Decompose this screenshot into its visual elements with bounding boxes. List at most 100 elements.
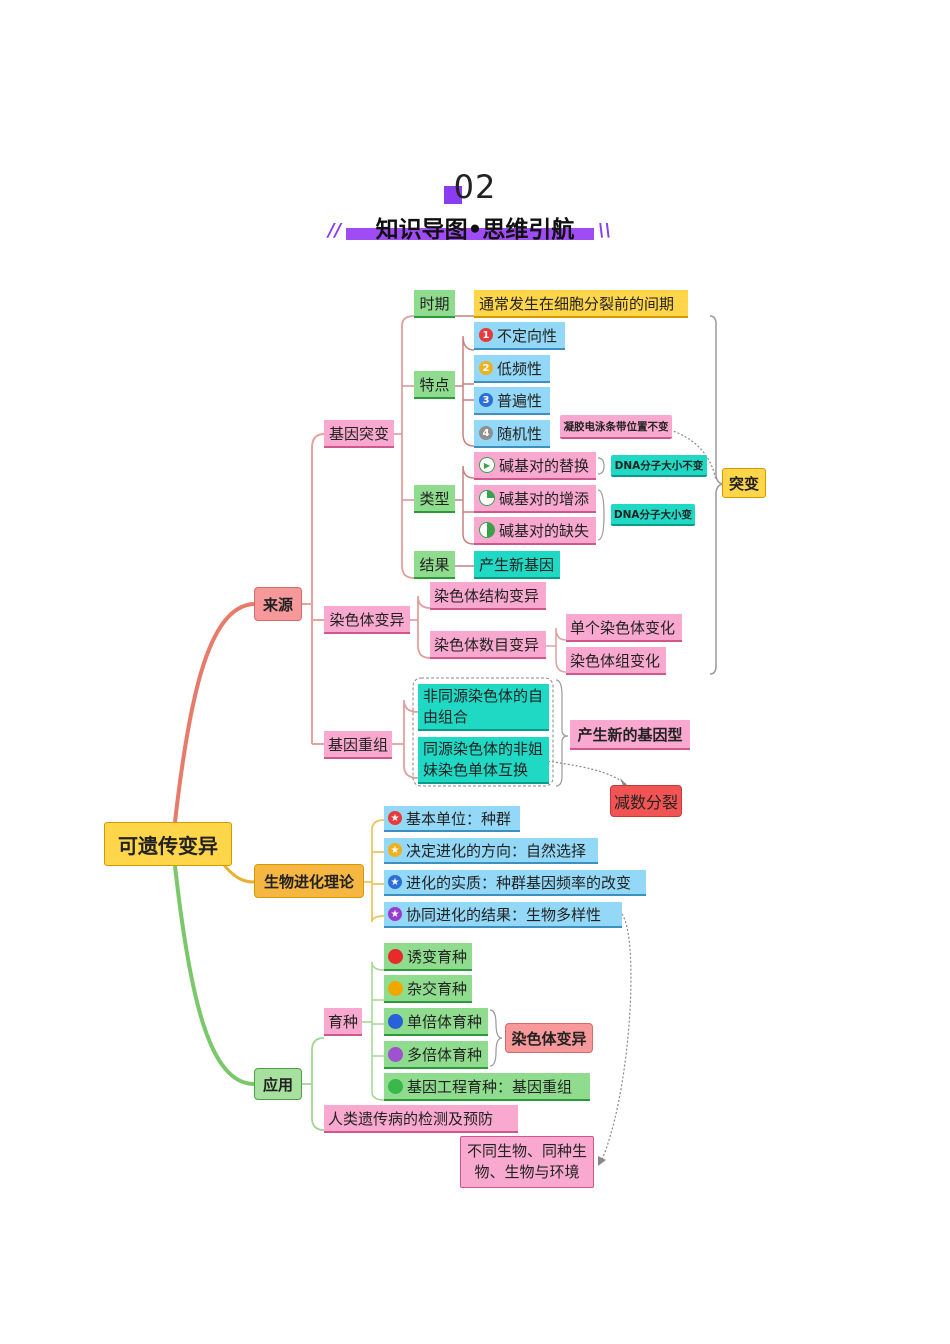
edge-application xyxy=(302,1037,325,1131)
quarter-pie-icon xyxy=(479,490,495,506)
branch-application[interactable]: 应用 xyxy=(254,1068,302,1100)
type-item-label: 碱基对的替换 xyxy=(499,456,590,475)
period-value[interactable]: 通常发生在细胞分裂前的间期 xyxy=(474,290,688,318)
header-slash-right: \\ xyxy=(598,220,612,241)
header-number: 02 xyxy=(453,168,497,206)
single-chromosome-node[interactable]: 单个染色体变化 xyxy=(566,614,682,642)
new-genotype-node[interactable]: 产生新的基因型 xyxy=(570,720,690,750)
feature-item-label: 随机性 xyxy=(497,424,543,443)
play-icon: ▶ xyxy=(479,457,495,473)
evolution-item-coevolution[interactable]: ★ 协同进化的结果：生物多样性 xyxy=(384,902,622,928)
chromosome-set-node[interactable]: 染色体组变化 xyxy=(566,647,666,675)
result-label[interactable]: 结果 xyxy=(414,551,455,579)
brace-mutation xyxy=(709,315,725,675)
type-item-addition[interactable]: 碱基对的增添 xyxy=(474,485,596,513)
arrow-coevolution-head xyxy=(598,1156,606,1166)
star-icon: ★ xyxy=(388,843,402,857)
green-dot-icon xyxy=(388,1078,403,1094)
evolution-item-unit[interactable]: ★ 基本单位：种群 xyxy=(384,806,520,832)
evolution-item-label: 进化的实质：种群基因频率的改变 xyxy=(406,873,632,892)
dna-size-changed-note[interactable]: DNA分子大小变 xyxy=(611,504,695,526)
type-item-deletion[interactable]: 碱基对的缺失 xyxy=(474,517,596,545)
brace-types-changed xyxy=(597,489,605,541)
breeding-item-haploid[interactable]: 单倍体育种 xyxy=(384,1008,488,1036)
breeding-item-label: 诱变育种 xyxy=(407,947,468,966)
arrow-coevolution xyxy=(599,913,632,1165)
brace-breeding xyxy=(489,1009,503,1067)
brace-types-same xyxy=(597,457,605,475)
red-dot-icon xyxy=(388,948,403,964)
coevolution-note[interactable]: 不同生物、同种生物、生物与环境 xyxy=(460,1136,594,1188)
edge-chromosome xyxy=(410,595,431,659)
breeding-item-label: 单倍体育种 xyxy=(407,1012,483,1031)
gene-mutation-node[interactable]: 基因突变 xyxy=(324,420,394,448)
evolution-item-direction[interactable]: ★ 决定进化的方向：自然选择 xyxy=(384,838,598,864)
edge-breeding xyxy=(362,961,385,1101)
types-label[interactable]: 类型 xyxy=(414,485,455,513)
type-item-substitution[interactable]: ▶ 碱基对的替换 xyxy=(474,452,596,480)
feature-item-3[interactable]: 3 普遍性 xyxy=(474,387,550,415)
arrow-meiosis xyxy=(539,759,629,787)
number-one-icon: 1 xyxy=(479,328,493,342)
edge-features xyxy=(455,335,475,447)
root-node[interactable]: 可遗传变异 xyxy=(104,822,232,866)
branch-source[interactable]: 来源 xyxy=(254,587,302,621)
electrophoresis-note[interactable]: 凝胶电泳条带位置不变 xyxy=(560,415,672,439)
breeding-item-polyploid[interactable]: 多倍体育种 xyxy=(384,1041,488,1069)
breeding-node[interactable]: 育种 xyxy=(324,1008,362,1036)
brace-recombination xyxy=(555,679,569,787)
breeding-item-label: 基因工程育种：基因重组 xyxy=(407,1077,573,1096)
breeding-item-mutation[interactable]: 诱变育种 xyxy=(384,943,472,971)
feature-item-label: 低频性 xyxy=(497,359,543,378)
star-icon: ★ xyxy=(388,811,402,825)
feature-item-label: 普遍性 xyxy=(497,391,543,410)
arrow-electrophoresis xyxy=(669,429,717,481)
chromosome-number-node[interactable]: 染色体数目变异 xyxy=(430,631,546,659)
period-label[interactable]: 时期 xyxy=(414,290,455,318)
recombination-group-outline xyxy=(412,677,554,787)
feature-item-4[interactable]: 4 随机性 xyxy=(474,420,550,448)
edge-root-source xyxy=(173,602,255,823)
meiosis-node[interactable]: 减数分裂 xyxy=(610,785,682,817)
type-item-label: 碱基对的增添 xyxy=(499,489,590,508)
feature-item-1[interactable]: 1 不定向性 xyxy=(474,322,565,350)
evolution-item-essence[interactable]: ★ 进化的实质：种群基因频率的改变 xyxy=(384,870,646,896)
recombination-item-free-combination[interactable]: 非同源染色体的自由组合 xyxy=(418,684,549,731)
chromosome-structure-node[interactable]: 染色体结构变异 xyxy=(430,582,546,610)
result-value[interactable]: 产生新基因 xyxy=(474,551,560,579)
dna-size-unchanged-note[interactable]: DNA分子大小不变 xyxy=(611,455,707,477)
feature-item-2[interactable]: 2 低频性 xyxy=(474,355,550,383)
evolution-item-label: 决定进化的方向：自然选择 xyxy=(406,841,587,860)
recombination-node[interactable]: 基因重组 xyxy=(324,731,392,759)
header-slash-left: // xyxy=(328,220,342,241)
feature-item-label: 不定向性 xyxy=(497,326,558,345)
features-label[interactable]: 特点 xyxy=(414,371,455,399)
orange-dot-icon xyxy=(388,980,403,996)
blue-dot-icon xyxy=(388,1013,403,1029)
star-icon: ★ xyxy=(388,875,402,889)
type-item-label: 碱基对的缺失 xyxy=(499,521,590,540)
number-two-icon: 2 xyxy=(479,361,493,375)
chromosome-variation-note[interactable]: 染色体变异 xyxy=(505,1023,593,1053)
star-icon: ★ xyxy=(388,907,402,921)
edge-chromosome-number xyxy=(546,627,567,673)
recombination-item-crossing-over[interactable]: 同源染色体的非姐妹染色单体互换 xyxy=(418,737,549,784)
half-pie-icon xyxy=(479,522,495,538)
breeding-item-genetic-engineering[interactable]: 基因工程育种：基因重组 xyxy=(384,1073,590,1101)
number-four-icon: 4 xyxy=(479,426,493,440)
breeding-item-hybrid[interactable]: 杂交育种 xyxy=(384,975,472,1003)
branch-evolution[interactable]: 生物进化理论 xyxy=(254,864,364,898)
edge-types xyxy=(455,465,475,545)
edge-root-application xyxy=(173,865,255,1086)
disease-node[interactable]: 人类遗传病的检测及预防 xyxy=(324,1105,518,1133)
chromosome-variation-node[interactable]: 染色体变异 xyxy=(324,606,410,634)
purple-dot-icon xyxy=(388,1046,403,1062)
header-title-highlight xyxy=(346,228,594,240)
header-title: 知识导图•思维引航 xyxy=(375,217,575,243)
edge-evolution xyxy=(364,819,385,923)
breeding-item-label: 杂交育种 xyxy=(407,979,468,998)
edge-recombination xyxy=(392,699,419,779)
breeding-item-label: 多倍体育种 xyxy=(407,1045,483,1064)
mutation-summary[interactable]: 突变 xyxy=(722,468,766,498)
header-number-accent xyxy=(444,186,462,204)
